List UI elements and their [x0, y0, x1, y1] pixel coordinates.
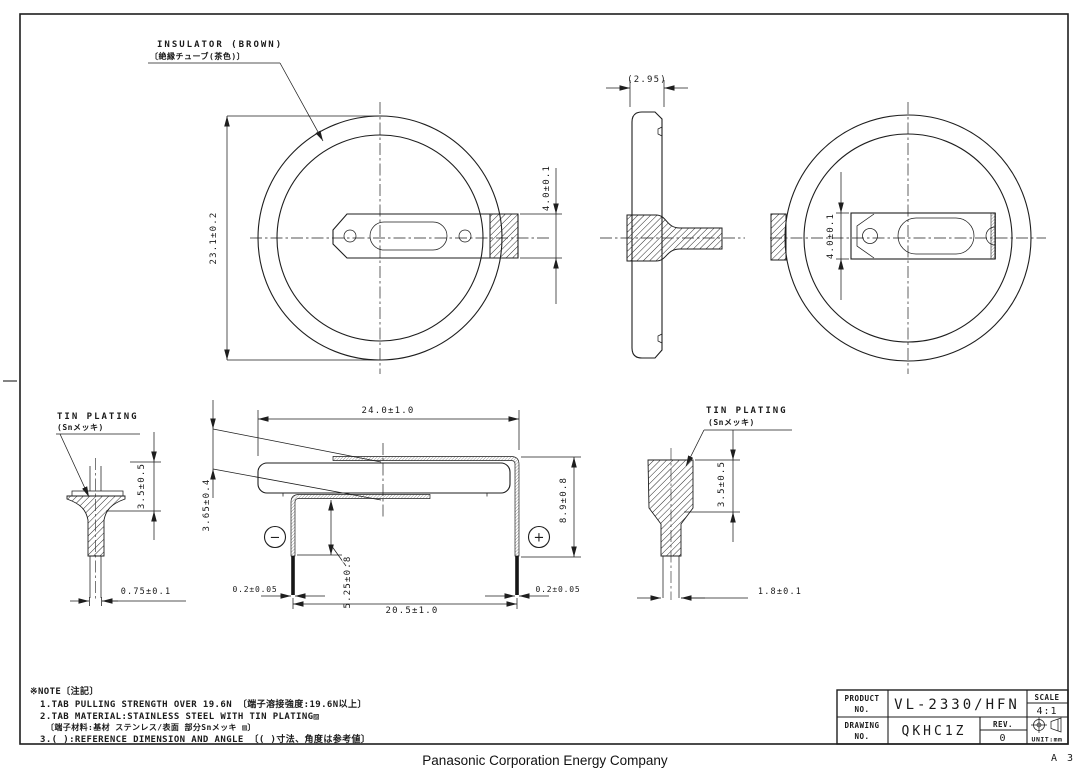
product-no-label-line2: NO. — [854, 705, 869, 714]
note-line-1: 1.TAB PULLING STRENGTH OVER 19.6N 〔端子溶接強… — [40, 698, 367, 710]
rev-value: 0 — [999, 733, 1006, 744]
dim-section-width: 24.0±1.0 — [257, 406, 520, 456]
scale-value: 4:1 — [1036, 706, 1057, 717]
section-negative-lead — [291, 556, 295, 595]
insulator-callout: INSULATOR (BROWN) 〔絶縁チューブ(茶色)〕 — [148, 40, 324, 142]
dim-side-thickness: (2.95) — [606, 75, 688, 107]
side-view: (2.95) — [600, 75, 745, 359]
section-view: − + 24.0±1.0 3.65±0.4 8.9±0.8 — [201, 400, 581, 618]
positive-terminal-sign: + — [534, 531, 545, 546]
section-negative-tab — [290, 494, 431, 557]
back-tab-edge-notch — [985, 226, 996, 246]
negative-lead-tab-tip — [71, 490, 124, 497]
back-tab-chevron — [856, 213, 875, 259]
product-no-value: VL-2330/HFN — [894, 697, 1020, 713]
notes-block: ※NOTE〔注記〕 1.TAB PULLING STRENGTH OVER 19… — [30, 685, 370, 745]
note-line-2b: 〔端子材料:基材 ステンレス/表面 部分Snメッキ ▨〕 — [46, 722, 256, 732]
back-tab-plated-edge — [990, 212, 996, 260]
dim-neg-lead-width: 0.75±0.1 — [70, 587, 186, 606]
front-view: 23.1±0.2 4.0±0.1 INSULATOR (BROWN) 〔絶縁チュ… — [148, 40, 562, 374]
positive-terminal-mark — [527, 525, 551, 549]
insulator-label-jp: 〔絶縁チューブ(茶色)〕 — [150, 51, 245, 61]
company-footer: Panasonic Corporation Energy Company — [422, 753, 668, 768]
note-line-3: 3.( ):REFERENCE DIMENSION AND ANGLE 〔( )… — [40, 733, 370, 745]
tin-plating-left-leader — [59, 433, 90, 498]
side-tab-section-hatch — [626, 214, 723, 262]
back-tab-outline — [850, 212, 996, 260]
side-bottom-notch — [657, 333, 663, 344]
section-positive-tab — [332, 456, 520, 557]
dim-neg-plate-length-text: 3.5±0.5 — [137, 463, 147, 509]
dim-tab-thickness-right: 0.2±0.05 — [485, 585, 581, 599]
drawing-no-value: QKHC1Z — [902, 724, 967, 739]
scale-label: SCALE — [1034, 693, 1059, 702]
drawing-no-label-line2: NO. — [854, 732, 869, 741]
title-block: PRODUCT NO. VL-2330/HFN SCALE 4:1 DRAWIN… — [836, 689, 1069, 745]
tin-plating-right-label-jp: (Snメッキ) — [708, 418, 755, 427]
dim-section-width-text: 24.0±1.0 — [362, 406, 415, 416]
dim-pos-lead-width-text: 1.8±0.1 — [758, 587, 802, 597]
front-tab-hole-left — [343, 229, 357, 243]
section-body — [257, 462, 511, 494]
dim-section-neg-lead-text: 5.25±0.8 — [343, 556, 353, 609]
dim-section-height-text: 8.9±0.8 — [559, 477, 569, 523]
front-tab-slot — [369, 221, 448, 251]
tin-plating-left-label-jp: (Snメッキ) — [57, 423, 104, 432]
dim-section-height: 8.9±0.8 — [521, 456, 581, 558]
dim-section-tab-gap: 3.65±0.4 — [201, 400, 382, 533]
negative-lead-detail: TIN PLATING (Snメッキ) 3.5±0.5 0.75±0.1 — [56, 412, 186, 606]
dim-front-tab-width-text: 4.0±0.1 — [542, 165, 552, 211]
tin-plating-right-label-en: TIN PLATING — [706, 406, 788, 416]
note-line-2: 2.TAB MATERIAL:STAINLESS STEEL WITH TIN … — [40, 712, 319, 722]
dim-back-tab-width-text: 4.0±0.1 — [826, 213, 836, 259]
dim-front-tab-width: 4.0±0.1 — [520, 165, 562, 304]
positive-lead-detail: TIN PLATING (Snメッキ) 3.5±0.5 1.8±0.1 — [637, 406, 802, 601]
insulator-label-en: INSULATOR (BROWN) — [157, 40, 283, 50]
front-tab-hole-right — [458, 229, 472, 243]
product-no-label-line1: PRODUCT — [844, 694, 879, 703]
third-angle-projection-icon — [1031, 717, 1062, 733]
section-positive-lead — [515, 556, 519, 595]
dim-pos-plate-length-text: 3.5±0.5 — [717, 461, 727, 507]
dim-side-thickness-text: (2.95) — [627, 75, 667, 85]
front-inner-circle — [276, 134, 484, 342]
side-body-outline — [631, 111, 663, 359]
drawing-no-label-line1: DRAWING — [844, 721, 879, 730]
side-top-notch — [657, 126, 663, 137]
back-view: 4.0±0.1 — [770, 102, 1046, 374]
back-tab-slot — [897, 217, 975, 255]
dim-front-diameter: 23.1±0.2 — [209, 115, 382, 361]
rev-label: REV. — [993, 720, 1013, 729]
dim-section-lead-span: 20.5±1.0 — [292, 598, 518, 618]
dim-back-tab-width: 4.0±0.1 — [826, 172, 849, 300]
tin-plating-left-label-en: TIN PLATING — [57, 412, 139, 422]
back-tab-hole — [862, 228, 878, 244]
back-tab-end-hatch — [770, 213, 787, 261]
unit-label: UNIT:mm — [1032, 736, 1063, 744]
dim-section-tab-gap-text: 3.65±0.4 — [202, 479, 212, 532]
negative-lead-solder-hatch — [66, 495, 126, 557]
dim-tab-thickness-left: 0.2±0.05 — [233, 585, 325, 599]
sheet-frame — [3, 13, 1069, 745]
notes-heading: ※NOTE〔注記〕 — [30, 685, 99, 697]
negative-terminal-sign: − — [270, 531, 281, 546]
dim-section-neg-lead: 5.25±0.8 — [297, 500, 355, 610]
dim-pos-plate-length: 3.5±0.5 — [684, 430, 740, 542]
insulator-leader-arrow — [279, 62, 324, 142]
dim-pos-lead-width: 1.8±0.1 — [637, 587, 802, 601]
dim-front-diameter-text: 23.1±0.2 — [209, 212, 219, 265]
front-tab-plating-hatch — [489, 213, 519, 259]
dim-neg-plate-length: 3.5±0.5 — [106, 432, 161, 540]
dim-section-lead-span-text: 20.5±1.0 — [386, 606, 439, 616]
dim-tab-thickness-right-text: 0.2±0.05 — [536, 585, 581, 594]
dim-tab-thickness-left-text: 0.2±0.05 — [233, 585, 278, 594]
dim-neg-lead-width-text: 0.75±0.1 — [121, 587, 172, 597]
sheet-size-label: A 3 — [1051, 753, 1075, 764]
negative-terminal-mark — [263, 525, 287, 549]
back-inner-circle — [803, 133, 1013, 343]
positive-lead-solder-hatch — [647, 459, 694, 557]
